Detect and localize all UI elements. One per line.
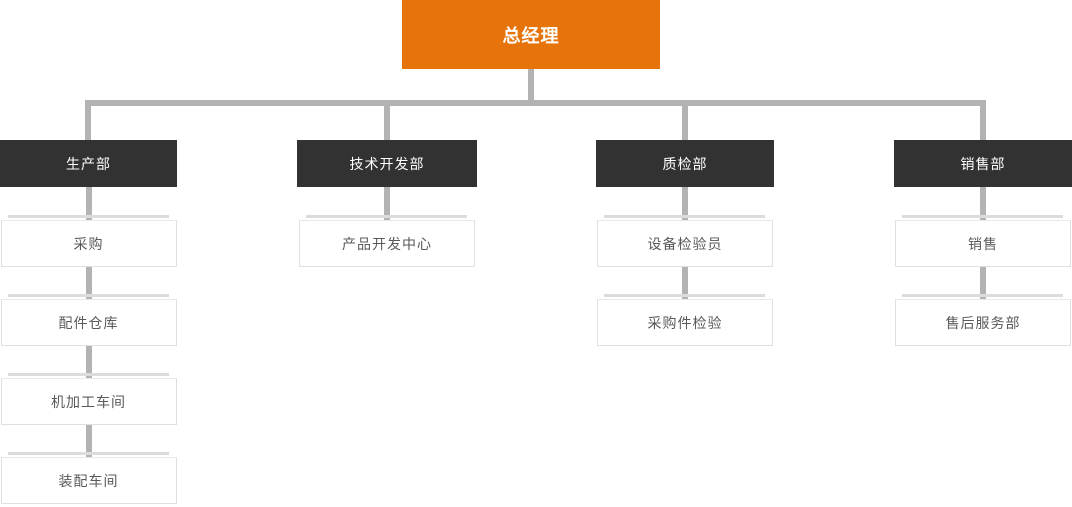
org-column-tech-development: 技术开发部 产品开发中心 (297, 140, 477, 267)
org-node-equipment-inspector: 设备检验员 (597, 215, 773, 267)
org-node-general-manager: 总经理 (402, 0, 660, 69)
org-node-after-sales-service: 售后服务部 (895, 294, 1071, 346)
org-node-assembly-workshop: 装配车间 (0, 452, 177, 504)
org-node-purchased-parts-inspection: 采购件检验 (597, 294, 773, 346)
org-node-product-dev-center: 产品开发中心 (299, 215, 475, 267)
connector-horizontal-bar (85, 100, 986, 106)
connector-line (980, 267, 986, 299)
connector-stub-quality (682, 106, 688, 140)
connector-line (85, 346, 92, 378)
connector-stub-production (85, 106, 91, 140)
connector-line (85, 187, 92, 220)
connector-line (85, 267, 92, 299)
connector-line (980, 187, 986, 220)
connector-line (85, 425, 92, 457)
org-column-production: 生产部 采购 配件仓库 机加工车间 装配车间 (0, 140, 177, 504)
connector-stub-tech (384, 106, 390, 140)
org-node-procurement: 采购 (0, 215, 177, 267)
connector-root-stem (528, 69, 534, 100)
org-node-parts-warehouse: 配件仓库 (0, 294, 177, 346)
connector-line (682, 187, 688, 220)
org-node-dept-sales: 销售部 (894, 140, 1072, 187)
connector-line (384, 187, 390, 220)
org-node-machining-workshop: 机加工车间 (0, 373, 177, 425)
org-node-dept-production: 生产部 (0, 140, 177, 187)
org-column-sales: 销售部 销售 售后服务部 (894, 140, 1072, 346)
connector-stub-sales (980, 106, 986, 140)
org-node-dept-quality-inspection: 质检部 (596, 140, 774, 187)
org-node-sales: 销售 (895, 215, 1071, 267)
connector-line (682, 267, 688, 299)
org-node-dept-tech-development: 技术开发部 (297, 140, 477, 187)
org-column-quality-inspection: 质检部 设备检验员 采购件检验 (596, 140, 774, 346)
